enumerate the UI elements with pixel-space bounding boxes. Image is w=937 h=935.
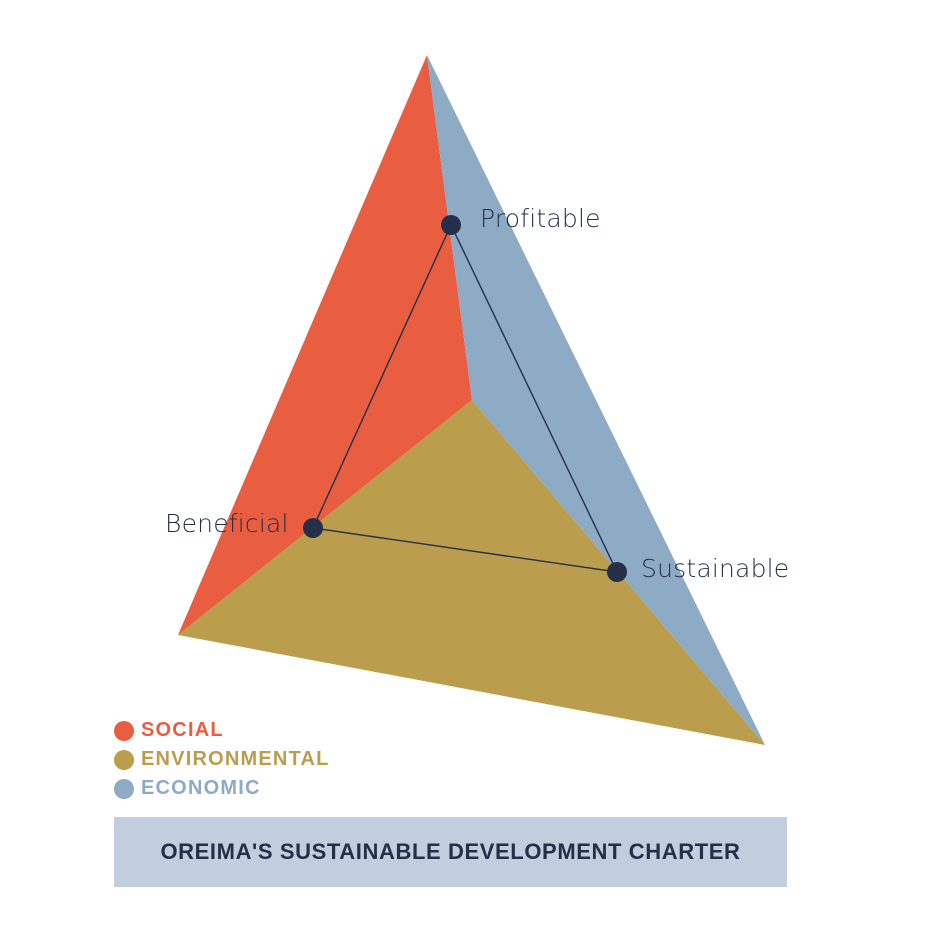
legend-label-environmental: ENVIRONMENTAL xyxy=(141,748,330,770)
beneficial-point xyxy=(303,518,323,538)
sustainable-point xyxy=(607,562,627,582)
legend-label-economic: ECONOMIC xyxy=(141,777,261,799)
legend-item-environmental: ENVIRONMENTAL xyxy=(114,745,330,774)
legend: SOCIAL ENVIRONMENTAL ECONOMIC xyxy=(114,716,330,803)
profitable-point xyxy=(441,215,461,235)
environmental-dot-icon xyxy=(114,749,134,770)
economic-region xyxy=(427,55,765,745)
legend-item-social: SOCIAL xyxy=(114,716,330,745)
profitable-label: Profitable xyxy=(480,204,601,233)
inner-triangle-outline xyxy=(311,223,619,573)
social-region xyxy=(178,55,472,635)
economic-dot-icon xyxy=(114,778,134,799)
environmental-region xyxy=(178,400,765,745)
title-banner: OREIMA'S SUSTAINABLE DEVELOPMENT CHARTER xyxy=(114,817,787,887)
sustainable-label: Sustainable xyxy=(641,554,790,583)
social-dot-icon xyxy=(114,720,134,741)
page-title: OREIMA'S SUSTAINABLE DEVELOPMENT CHARTER xyxy=(160,839,741,864)
beneficial-label: Beneficial xyxy=(165,509,289,538)
legend-label-social: SOCIAL xyxy=(141,719,224,741)
legend-item-economic: ECONOMIC xyxy=(114,774,330,803)
